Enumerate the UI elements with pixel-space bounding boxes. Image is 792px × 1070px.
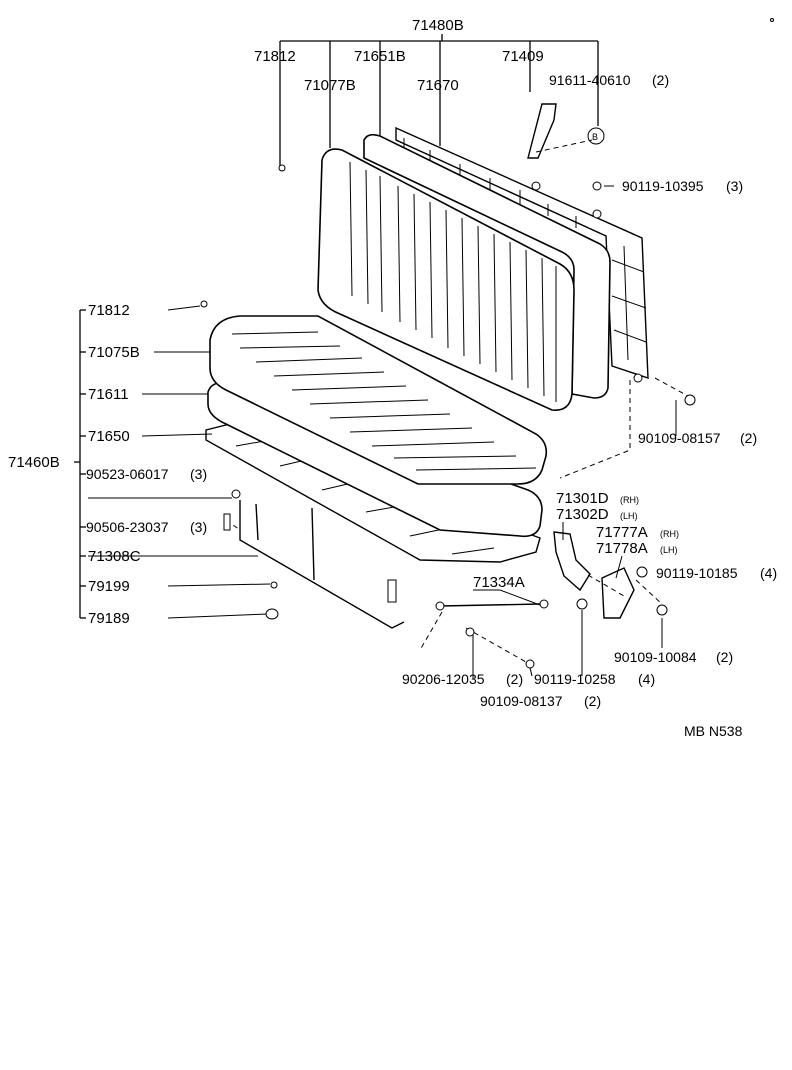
label-frame-bolt-code: 90109-08157: [638, 430, 721, 446]
leader-lines: [74, 34, 677, 678]
label-bracket-screw-code: 90119-10185: [656, 565, 738, 581]
label-bracket-rh-tag: (RH): [660, 529, 679, 539]
label-pin-qty: (3): [190, 519, 207, 535]
label-bracket-screw-qty: (4): [760, 565, 777, 581]
label-hinge-rh-code: 71301D: [556, 490, 609, 507]
label-back-screw-qty: (3): [726, 178, 743, 194]
label-seat-cover: 71075B: [88, 344, 140, 361]
label-bolt-08137-code: 90109-08137: [480, 693, 563, 709]
seat-back-frame: [395, 126, 649, 379]
label-hinge-lh-tag: (LH): [620, 511, 638, 521]
label-seat-pad: 71611: [88, 386, 129, 403]
label-screw-10258-code: 90119-10258: [534, 671, 616, 687]
label-washer-code: 90206-12035: [402, 671, 485, 687]
part-labels: 71480B 71812 71651B 71409 91611-40610 (2…: [8, 17, 777, 739]
seat-cover: [209, 315, 548, 485]
label-bracket-rh-code: 71777A: [596, 524, 648, 541]
label-back-pad: 71077B: [304, 77, 356, 94]
seat-frame: [205, 423, 541, 629]
label-washer-qty: (2): [506, 671, 523, 687]
label-bolt-10084-code: 90109-10084: [614, 649, 697, 665]
label-hinge-lh-code: 71302D: [556, 506, 609, 523]
label-clip-code: 90523-06017: [86, 466, 169, 482]
label-pin-code: 90506-23037: [86, 519, 169, 535]
drawing-code: MB N538: [684, 723, 743, 739]
label-rod: 71334A: [473, 574, 525, 591]
label-bracket-lh-tag: (LH): [660, 545, 678, 555]
label-hinge-rh-tag: (RH): [620, 495, 639, 505]
seat-back-pad: [317, 148, 575, 411]
label-bolt-08137-qty: (2): [584, 693, 601, 709]
label-bush-a: 79199: [88, 578, 130, 595]
label-hook-top: 71812: [254, 48, 296, 65]
label-assembly-back: 71480B: [412, 17, 464, 34]
label-seat-frame: 71650: [88, 428, 130, 445]
label-frame-bolt-qty: (2): [740, 430, 757, 446]
label-assembly-seat: 71460B: [8, 454, 60, 471]
label-back-screw-code: 90119-10395: [622, 178, 704, 194]
label-bush-b: 79189: [88, 610, 130, 627]
seat-back-cover: [363, 133, 611, 399]
label-back-cover: 71651B: [354, 48, 406, 65]
label-circle-mark: B: [592, 132, 598, 142]
label-leg: 71308C: [88, 548, 141, 565]
label-back-hinge: 71409: [502, 48, 544, 65]
label-bracket-lh-code: 71778A: [596, 540, 648, 557]
label-screw-10258-qty: (4): [638, 671, 655, 687]
hardware: [200, 18, 774, 669]
label-hook-seat: 71812: [88, 302, 130, 319]
label-back-bolt-code: 91611-40610: [549, 72, 631, 88]
label-bolt-10084-qty: (2): [716, 649, 733, 665]
guide-lines: [225, 139, 689, 663]
label-clip-qty: (3): [190, 466, 207, 482]
label-back-frame: 71670: [417, 77, 459, 94]
label-back-bolt-qty: (2): [652, 72, 669, 88]
